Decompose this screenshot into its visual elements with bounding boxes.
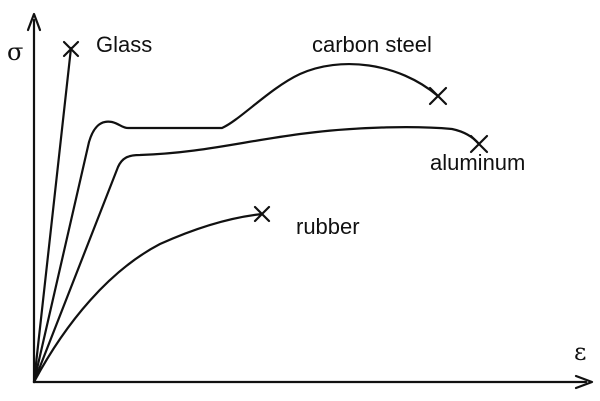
rubber-label: rubber: [296, 214, 360, 239]
axes: σ ε: [7, 12, 594, 390]
x-axis-label: ε: [574, 338, 586, 366]
rubber-curve: [32, 212, 264, 384]
aluminum-fracture-mark: [469, 134, 489, 154]
y-axis-label: σ: [7, 38, 23, 66]
glass-curve: [32, 46, 73, 384]
y-axis-arrowhead: [26, 12, 42, 32]
x-axis-arrowhead: [574, 374, 594, 390]
aluminum-curve-group: aluminum: [32, 126, 525, 384]
glass-label: Glass: [96, 32, 152, 57]
rubber-curve-group: rubber: [32, 205, 360, 384]
aluminum-label: aluminum: [430, 150, 525, 175]
carbon-steel-curve: [32, 63, 440, 384]
carbon-steel-label: carbon steel: [312, 32, 432, 57]
glass-curve-group: Glass: [32, 32, 152, 384]
aluminum-curve: [32, 126, 481, 384]
carbon-steel-fracture-mark: [428, 86, 448, 106]
carbon-steel-curve-group: carbon steel: [32, 32, 448, 384]
rubber-fracture-mark: [253, 205, 271, 223]
glass-fracture-mark: [62, 40, 80, 58]
